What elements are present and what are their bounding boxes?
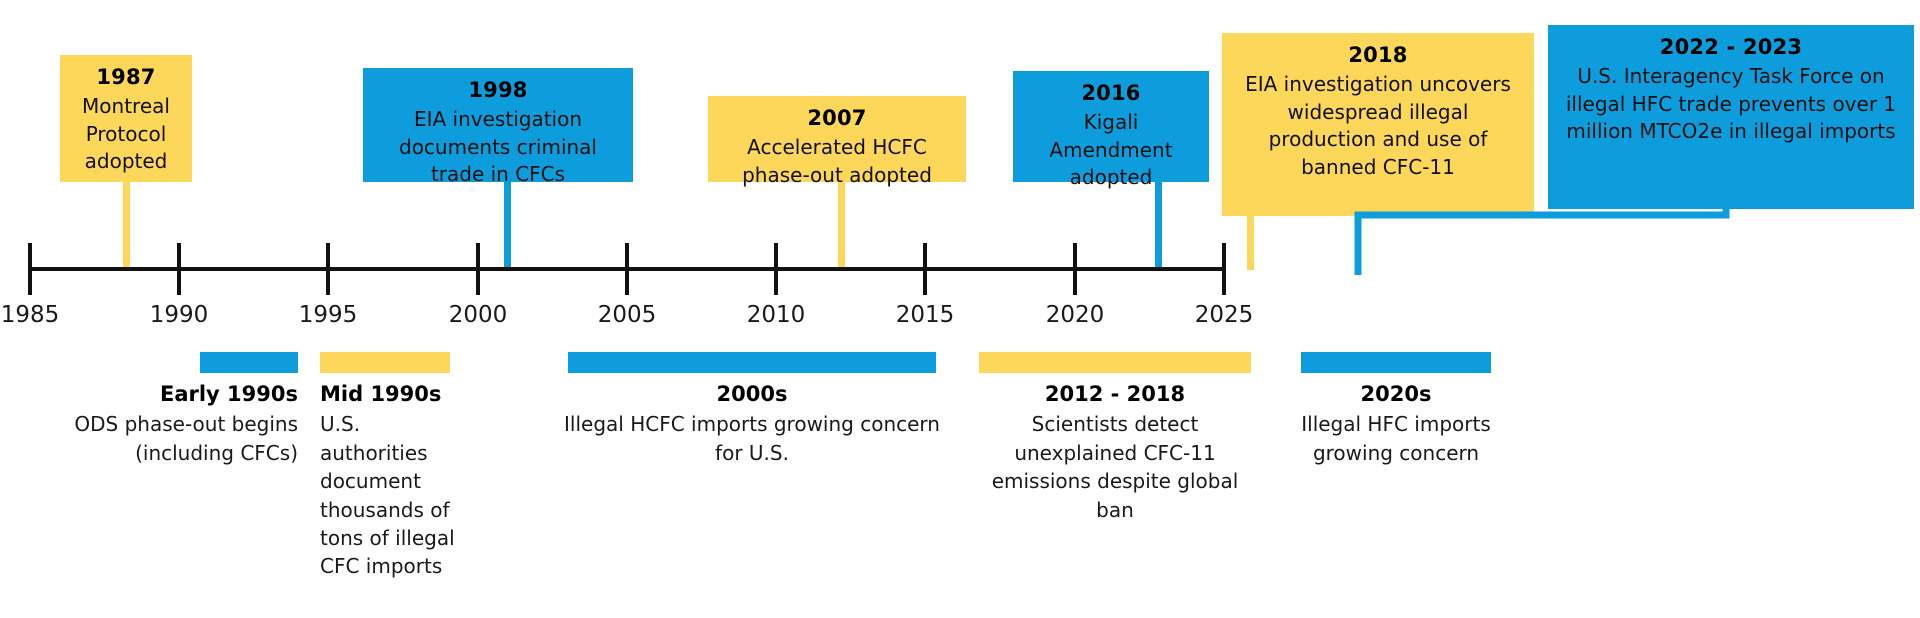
period-body-2000s: Illegal HCFC imports growing concern for…: [564, 412, 940, 465]
event-year-2007: 2007: [807, 106, 867, 130]
event-stem-2016: [1155, 182, 1162, 270]
period-head-2000s: 2000s: [716, 382, 788, 406]
event-year-2018: 2018: [1348, 43, 1408, 67]
axis-tick-2005: [625, 243, 629, 295]
event-year-2022-2023: 2022 - 2023: [1659, 35, 1803, 59]
axis-label-1985: 1985: [0, 302, 60, 328]
period-body-2020s: Illegal HFC imports growing concern: [1301, 412, 1491, 465]
period-bar-early-1990s: [200, 352, 298, 373]
axis-label-2020: 2020: [1045, 302, 1105, 328]
period-head-2012-2018: 2012 - 2018: [1044, 382, 1186, 406]
axis-tick-2020: [1073, 243, 1077, 295]
event-body-2022-2023: U.S. Interagency Task Force on illegal H…: [1565, 63, 1897, 144]
event-body-2018: EIA investigation uncovers widespread il…: [1245, 71, 1511, 179]
event-stem-1987: [123, 182, 130, 270]
event-year-2016: 2016: [1081, 81, 1141, 105]
event-stem-2007: [838, 182, 845, 270]
axis-tick-2000: [476, 243, 480, 295]
event-card-2022-2023: 2022 - 2023 U.S. Interagency Task Force …: [1548, 25, 1914, 209]
period-block-2012-2018: 2012 - 2018 Scientists detect unexplaine…: [975, 352, 1255, 524]
period-body-2012-2018: Scientists detect unexplained CFC-11 emi…: [991, 412, 1239, 522]
axis-label-1990: 1990: [149, 302, 209, 328]
period-bar-2020s: [1301, 352, 1491, 373]
event-card-1987: 1987 Montreal Protocol adopted: [60, 55, 192, 182]
period-body-early-1990s: ODS phase-out begins (including CFCs): [74, 412, 298, 465]
axis-tick-2015: [923, 243, 927, 295]
event-stem-1998: [504, 182, 511, 270]
event-card-2016: 2016 Kigali Amendment adopted: [1013, 71, 1209, 189]
axis-label-2000: 2000: [448, 302, 508, 328]
event-body-2016: Kigali Amendment adopted: [1049, 109, 1173, 190]
axis-tick-2025: [1222, 243, 1226, 295]
period-head-mid-1990s: Mid 1990s: [320, 382, 442, 406]
period-bar-2000s: [568, 352, 936, 373]
event-card-2018: 2018 EIA investigation uncovers widespre…: [1222, 33, 1534, 216]
event-year-1998: 1998: [468, 78, 528, 102]
event-body-1998: EIA investigation documents criminal tra…: [399, 106, 597, 187]
period-block-2020s: 2020s Illegal HFC imports growing concer…: [1270, 352, 1522, 467]
axis-tick-1995: [326, 243, 330, 295]
period-head-early-1990s: Early 1990s: [159, 382, 298, 406]
event-bracket-2022-2023: [1352, 205, 1732, 275]
period-body-mid-1990s: U.S. authorities document thousands of t…: [320, 412, 455, 579]
period-head-2020s: 2020s: [1360, 382, 1432, 406]
event-stem-2018: [1247, 216, 1254, 270]
axis-label-2015: 2015: [895, 302, 955, 328]
event-year-1987: 1987: [96, 65, 156, 89]
period-block-2000s: 2000s Illegal HCFC imports growing conce…: [560, 352, 944, 467]
axis-tick-2010: [774, 243, 778, 295]
bracket-path-icon: [1354, 205, 1730, 275]
event-card-2007: 2007 Accelerated HCFC phase-out adopted: [708, 96, 966, 187]
axis-label-2005: 2005: [597, 302, 657, 328]
period-block-early-1990s: Early 1990s ODS phase-out begins (includ…: [15, 352, 298, 467]
axis-label-1995: 1995: [298, 302, 358, 328]
event-body-1987: Montreal Protocol adopted: [82, 93, 170, 174]
axis-label-2010: 2010: [746, 302, 806, 328]
axis-tick-1985: [28, 243, 32, 295]
period-block-mid-1990s: Mid 1990s U.S. authorities document thou…: [320, 352, 470, 581]
period-bar-2012-2018: [979, 352, 1251, 373]
period-bar-mid-1990s: [320, 352, 450, 373]
axis-label-2025: 2025: [1194, 302, 1254, 328]
axis-tick-1990: [177, 243, 181, 295]
event-body-2007: Accelerated HCFC phase-out adopted: [742, 134, 932, 187]
event-card-1998: 1998 EIA investigation documents crimina…: [363, 68, 633, 186]
